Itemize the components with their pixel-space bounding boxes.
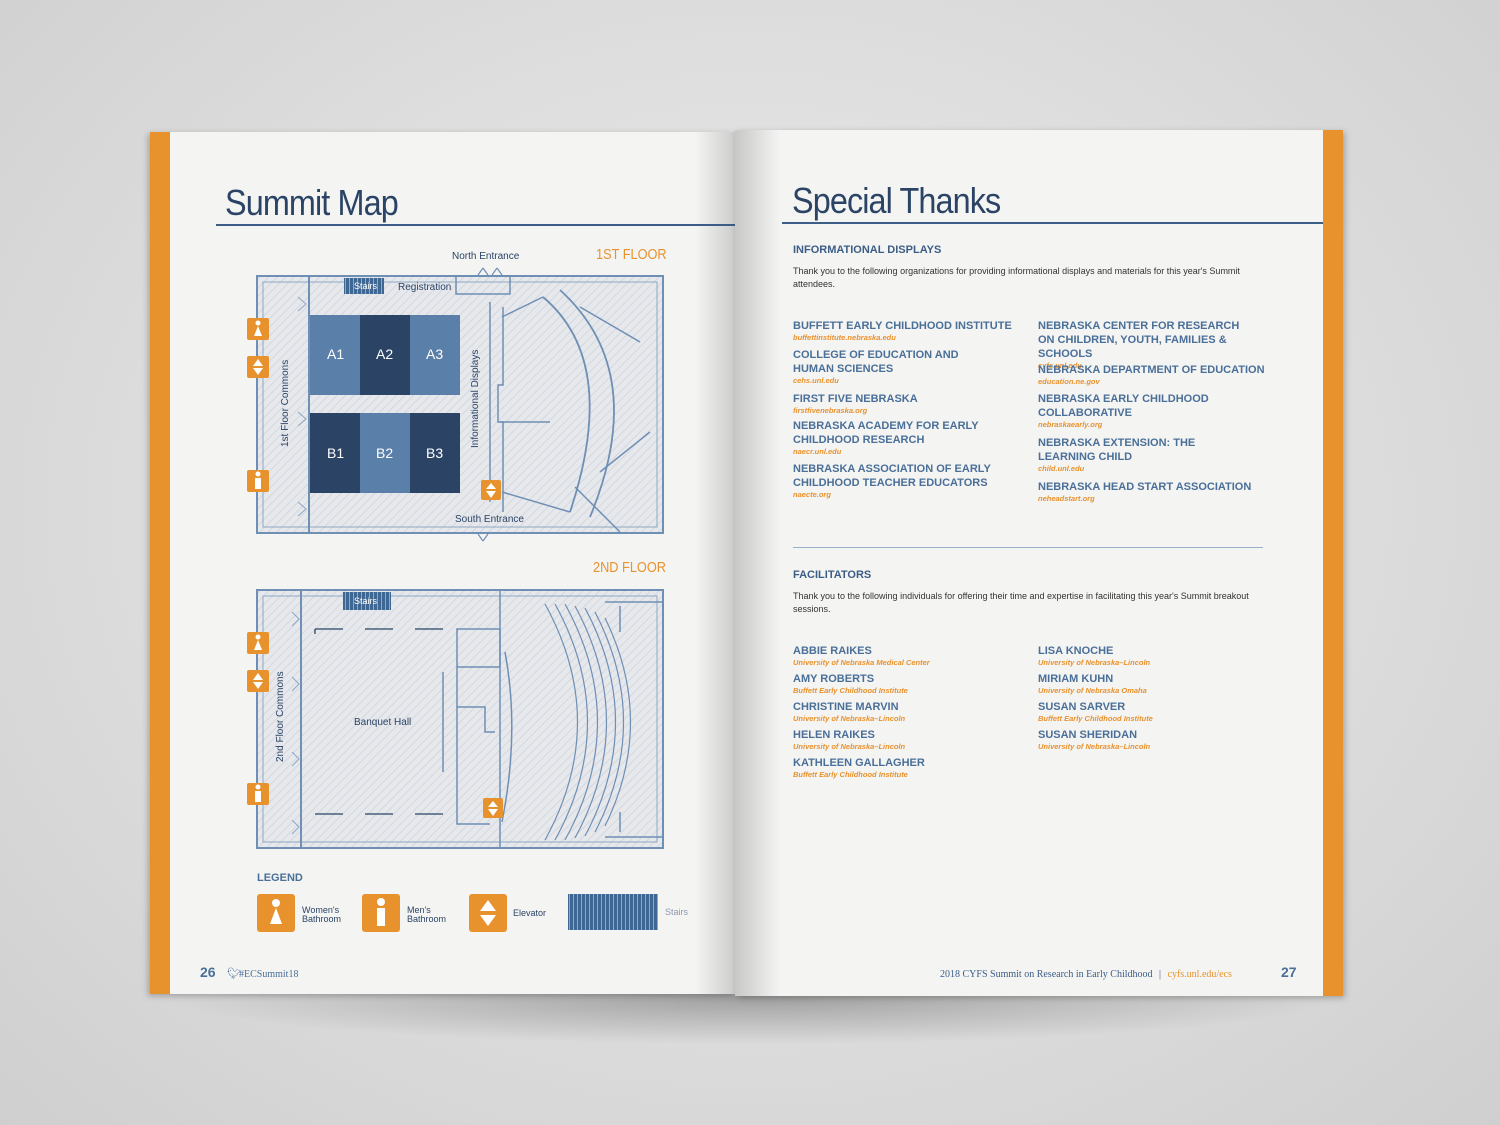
room-b3-label: B3 [426, 445, 443, 461]
room-a3 [410, 315, 460, 395]
south-entrance-label: South Entrance [455, 514, 524, 525]
legend-elevator-label: Elevator [513, 908, 547, 918]
page-title: Special Thanks [792, 180, 1001, 221]
commons2-label: 2nd Floor Commons [275, 671, 286, 762]
womens-bathroom-icon [247, 632, 269, 654]
elevator-icon [247, 356, 269, 378]
elevator-icon [247, 670, 269, 692]
title-rule [216, 224, 735, 226]
room-a3-label: A3 [426, 346, 443, 362]
banquet-hall-label: Banquet Hall [354, 717, 411, 728]
room-a2 [360, 315, 410, 395]
mens-bathroom-icon [362, 894, 400, 932]
legend-stairs-swatch [568, 894, 658, 930]
section-divider [793, 547, 1263, 548]
floor2-label: 2ND FLOOR [593, 559, 666, 576]
orange-edge-stripe [1323, 130, 1343, 996]
twitter-icon: 🐦︎ [227, 968, 241, 980]
room-a1-label: A1 [327, 346, 344, 362]
room-a1 [310, 315, 360, 395]
footer-url: cyfs.unl.edu/ecs [1167, 969, 1232, 980]
stairs-label-floor1: Stairs [354, 281, 378, 291]
room-labels: A1 A2 A3 B1 B2 B3 [327, 346, 443, 461]
commons1-label: 1st Floor Commons [280, 360, 291, 447]
floor2-outline [256, 589, 664, 849]
legend-stairs-label: Stairs [665, 907, 689, 917]
elevator-icon [481, 480, 501, 500]
stairs-label-floor2: Stairs [354, 596, 378, 606]
page-gutter-shadow [735, 130, 780, 996]
room-b2 [360, 413, 410, 493]
room-b3 [410, 413, 460, 493]
elevator-icon [483, 798, 503, 818]
org-item: NEBRASKA ASSOCIATION OF EARLY CHILDHOOD … [793, 463, 991, 499]
page-number: 27 [1281, 964, 1297, 980]
informational-heading: INFORMATIONAL DISPLAYS [793, 244, 942, 256]
title-rule [782, 222, 1323, 224]
room-b1 [310, 413, 360, 493]
page-gutter-shadow [695, 132, 735, 994]
room-b1-label: B1 [327, 445, 344, 461]
page-title: Summit Map [225, 182, 399, 223]
org-item: NEBRASKA CENTER FOR RESEARCH ON CHILDREN… [1038, 320, 1240, 370]
facilitators-heading: FACILITATORS [793, 569, 872, 581]
elevator-icon [469, 894, 507, 932]
floor1-map: North Entrance South Entrance Stairs Reg… [247, 251, 664, 930]
orange-edge-stripe [150, 132, 170, 994]
registration-label: Registration [398, 282, 451, 293]
womens-bathroom-icon [257, 894, 295, 932]
org-item: NEBRASKA ACADEMY FOR EARLY CHILDHOOD RES… [793, 420, 979, 456]
displays-label: Informational Displays [470, 350, 481, 448]
auditorium-seating [544, 603, 631, 841]
stairs-floor1 [344, 278, 384, 294]
informational-intro: Thank you to the following organizations… [793, 266, 1240, 289]
stairs-floor2 [343, 592, 391, 610]
footer-text: 2018 CYFS Summit on Research in Early Ch… [940, 969, 1232, 980]
mens-bathroom-icon [247, 470, 269, 492]
floor1-label: 1ST FLOOR [596, 246, 667, 263]
right-page: Special Thanks INFORMATIONAL DISPLAYS Th… [735, 130, 1343, 996]
mens-bathroom-icon [247, 783, 269, 805]
floor1-outline [256, 275, 664, 534]
room-b2-label: B2 [376, 445, 393, 461]
facilitators-intro: Thank you to the following individuals f… [793, 591, 1249, 614]
room-a2-label: A2 [376, 346, 393, 362]
legend-title: LEGEND [257, 872, 303, 884]
womens-bathroom-icon [247, 318, 269, 340]
north-entrance-label: North Entrance [452, 251, 520, 262]
left-page: Summit Map 1ST FLOOR [150, 132, 735, 994]
hashtag: #ECSummit18 [239, 969, 299, 980]
page-number: 26 [200, 964, 216, 980]
